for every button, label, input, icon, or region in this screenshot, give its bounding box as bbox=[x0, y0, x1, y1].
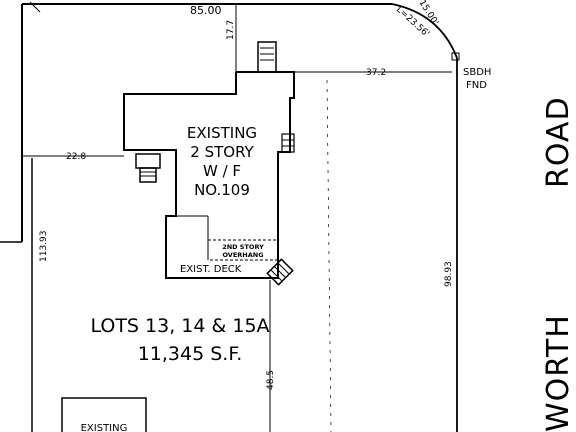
overhang-label-1: 2ND STORY bbox=[222, 243, 264, 251]
monument-marker bbox=[451, 52, 460, 61]
road-name-word1: ROAD bbox=[541, 96, 576, 188]
north-arrow-tick bbox=[29, 1, 41, 13]
lots-label-line1: LOTS 13, 14 & 15A bbox=[90, 315, 269, 337]
dim-37-2: 37.2 bbox=[366, 68, 386, 78]
dim-98-93: 98.93 bbox=[444, 261, 454, 287]
corner-arc bbox=[391, 3, 458, 59]
overhang-label-2: OVERHANG bbox=[222, 251, 263, 259]
steps-left bbox=[135, 153, 161, 169]
overhang-box bbox=[207, 239, 279, 261]
curb-dashed-line bbox=[326, 79, 332, 432]
house-label-line3: W / F bbox=[203, 162, 241, 180]
house-label-line1: EXISTING bbox=[187, 124, 257, 142]
deck-stairs bbox=[266, 258, 294, 286]
lots-label-line2: 11,345 S.F. bbox=[138, 343, 243, 365]
dim-48-5: 48.5 bbox=[266, 370, 276, 390]
lower-building bbox=[61, 397, 147, 432]
dim-113-93: 113.93 bbox=[39, 231, 49, 263]
house-label-line2: 2 STORY bbox=[190, 143, 254, 161]
monument-label-1: SBDH bbox=[463, 67, 491, 78]
lower-building-label: EXISTING bbox=[81, 423, 128, 432]
deck-label: EXIST. DECK bbox=[180, 264, 242, 275]
dim-17-7: 17.7 bbox=[226, 20, 236, 40]
steps-right bbox=[281, 133, 295, 153]
road-name-word2: WORTH bbox=[541, 314, 576, 432]
chimney-top bbox=[257, 41, 277, 73]
house-label-line4: NO.109 bbox=[194, 181, 250, 199]
monument-label-2: FND bbox=[466, 80, 487, 91]
house-outline bbox=[123, 71, 295, 279]
steps-left-lower bbox=[139, 167, 157, 183]
dim-top-line: 85.00 bbox=[190, 4, 222, 17]
dim-22-8: 22.8 bbox=[66, 152, 86, 162]
